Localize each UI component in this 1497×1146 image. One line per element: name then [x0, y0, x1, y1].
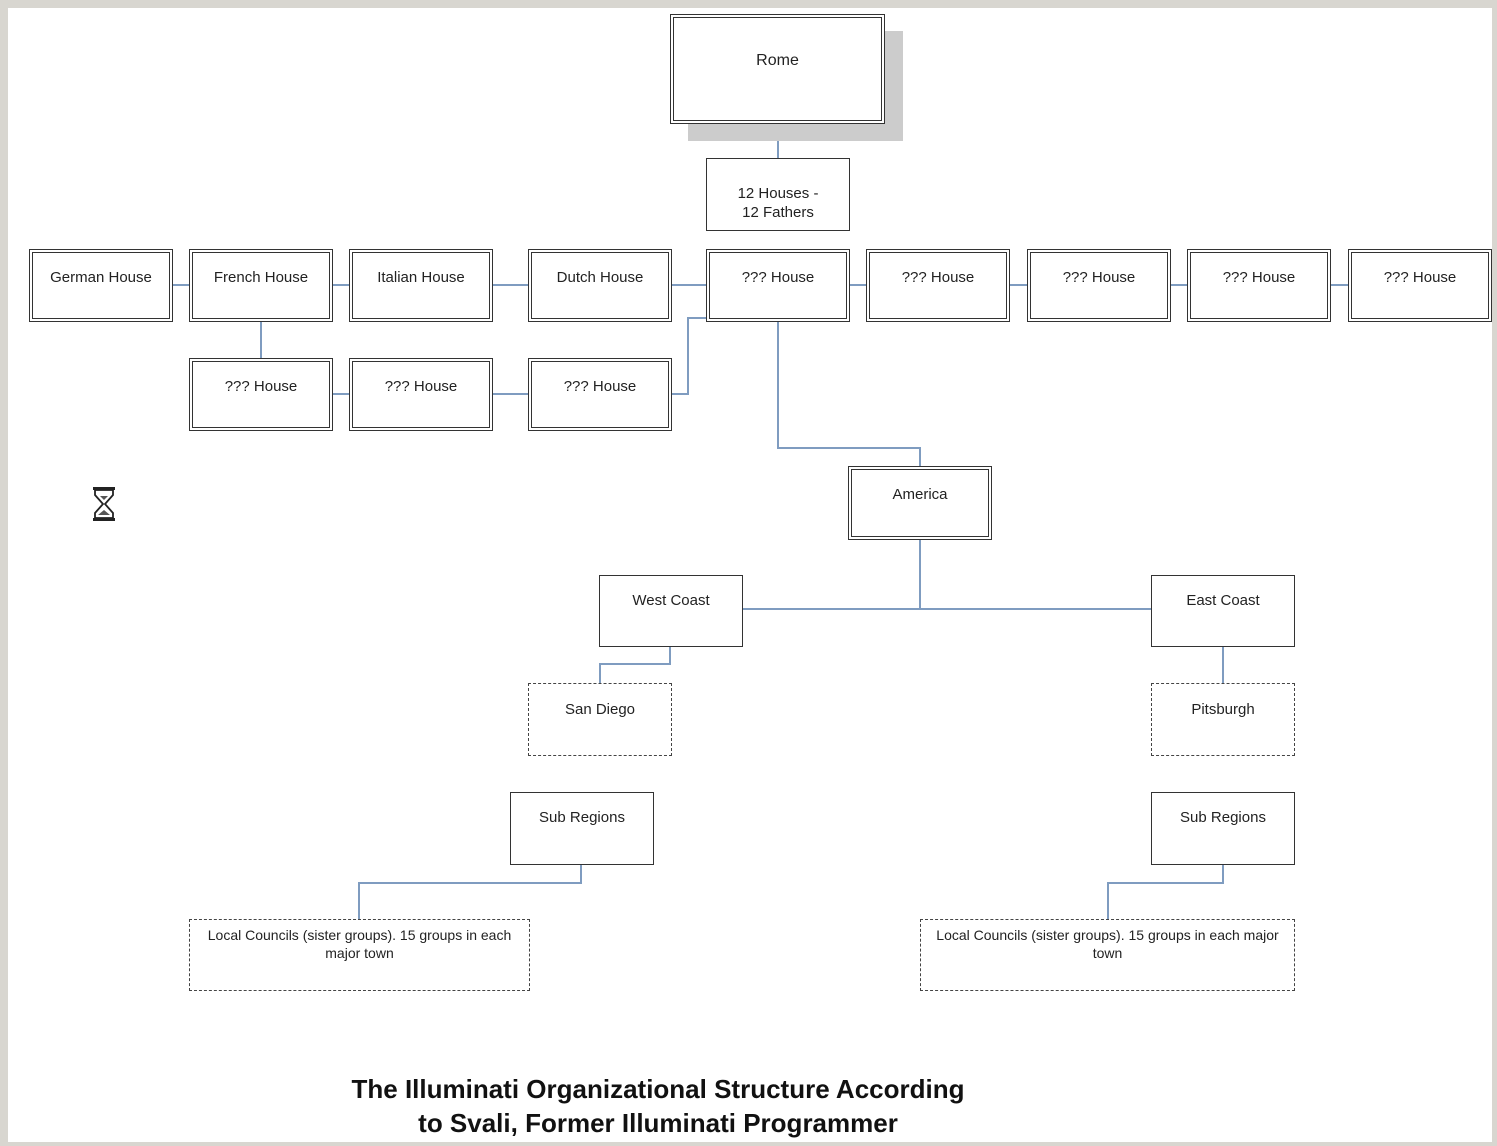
node-sub-regions-right-label: Sub Regions [1180, 809, 1266, 826]
node-san-diego-label: San Diego [564, 701, 636, 718]
node-italian-house-label: Italian House [377, 269, 465, 286]
node-dutch-house-label: Dutch House [556, 269, 644, 286]
node-unknown-house-r1: ??? House [866, 249, 1010, 322]
node-italian-house: Italian House [349, 249, 493, 322]
connector-subleft-local [358, 864, 582, 919]
node-unknown-house-b1: ??? House [189, 358, 333, 431]
node-french-house: French House [189, 249, 333, 322]
node-unknown-house-b1-label: ??? House [224, 378, 298, 395]
node-german-house: German House [29, 249, 173, 322]
node-unknown-house-b2-label: ??? House [384, 378, 458, 395]
node-america-label: America [892, 486, 948, 503]
node-unknown-house-r3-label: ??? House [1222, 269, 1296, 286]
connector-america-coasts [742, 539, 1151, 610]
node-unknown-house-b3: ??? House [528, 358, 672, 431]
node-center-house: ??? House [706, 249, 850, 322]
node-dutch-house: Dutch House [528, 249, 672, 322]
node-sub-regions-left-label: Sub Regions [539, 809, 625, 826]
connector-west-sandiego [599, 646, 671, 684]
node-unknown-house-r4: ??? House [1348, 249, 1492, 322]
node-center-house-label: ??? House [741, 269, 815, 286]
node-sub-regions-left: Sub Regions [510, 792, 654, 865]
connector-subright-local [1107, 864, 1224, 919]
node-unknown-house-r4-label: ??? House [1383, 269, 1457, 286]
node-unknown-house-r2-label: ??? House [1062, 269, 1136, 286]
connector-lower-center [670, 317, 728, 395]
hourglass-icon [92, 486, 116, 522]
node-french-house-label: French House [213, 269, 309, 286]
node-west-coast-label: West Coast [632, 592, 710, 609]
node-unknown-house-r2: ??? House [1027, 249, 1171, 322]
node-local-councils-left: Local Councils (sister groups). 15 group… [189, 919, 530, 991]
node-unknown-house-b3-label: ??? House [563, 378, 637, 395]
node-12-houses: 12 Houses - 12 Fathers [706, 158, 850, 231]
node-unknown-house-b2: ??? House [349, 358, 493, 431]
node-unknown-house-r3: ??? House [1187, 249, 1331, 322]
diagram-title-line1: The Illuminati Organizational Structure … [351, 1074, 965, 1104]
node-pitsburgh-label: Pitsburgh [1191, 701, 1255, 718]
node-america: America [848, 466, 992, 540]
node-pitsburgh: Pitsburgh [1151, 683, 1295, 756]
node-german-house-label: German House [50, 269, 152, 286]
node-san-diego: San Diego [528, 683, 672, 756]
node-12-houses-label: 12 Houses - 12 Fathers [737, 185, 819, 221]
node-rome-label: Rome [756, 52, 799, 69]
diagram-canvas: Rome 12 Houses - 12 Fathers German House… [8, 8, 1492, 1142]
node-sub-regions-right: Sub Regions [1151, 792, 1295, 865]
connector-lines [171, 122, 1349, 919]
node-west-coast: West Coast [599, 575, 743, 647]
diagram-title: The Illuminati Organizational Structure … [208, 1072, 1108, 1140]
node-local-councils-right-label: Local Councils (sister groups). 15 group… [936, 927, 1279, 961]
node-local-councils-right: Local Councils (sister groups). 15 group… [920, 919, 1295, 991]
node-east-coast-label: East Coast [1186, 592, 1260, 609]
node-east-coast: East Coast [1151, 575, 1295, 647]
node-rome: Rome [670, 14, 885, 124]
connector-center-america [777, 321, 921, 467]
node-local-councils-left-label: Local Councils (sister groups). 15 group… [207, 927, 512, 961]
diagram-title-line2: to Svali, Former Illuminati Programmer [418, 1108, 898, 1138]
node-unknown-house-r1-label: ??? House [901, 269, 975, 286]
